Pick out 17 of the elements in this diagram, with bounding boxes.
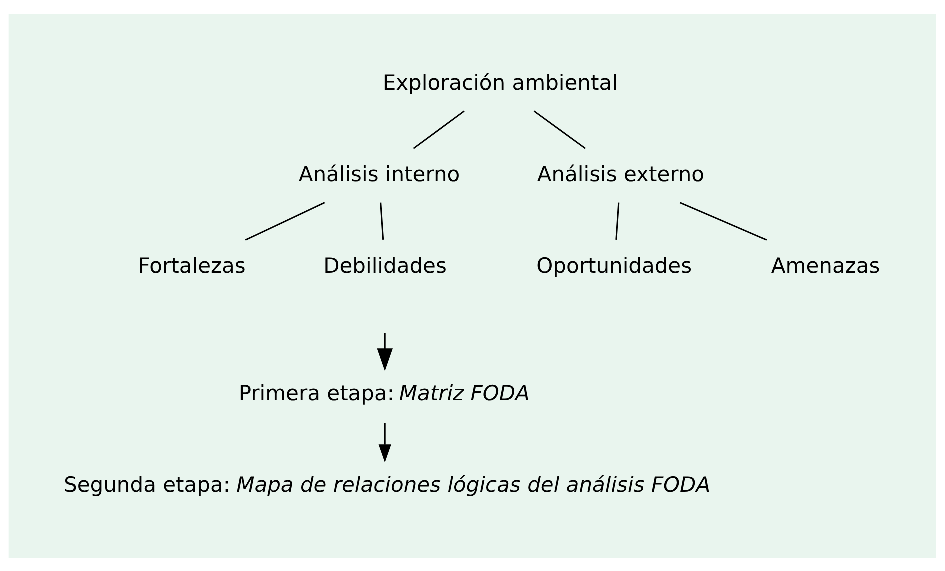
arrow — [377, 332, 393, 371]
connector — [380, 202, 384, 240]
node-text: Debilidades — [324, 253, 447, 278]
node-text: Fortalezas — [138, 253, 246, 278]
node-text: Oportunidades — [536, 253, 692, 278]
node-text: Segunda etapa: Mapa de relaciones lógicas del análisis FODA — [64, 472, 711, 496]
node-text: Análisis externo — [537, 162, 705, 186]
connector — [413, 110, 465, 149]
node-text: Primera etapa: Matriz FODA — [238, 380, 530, 405]
connector — [616, 202, 620, 240]
node-text: Exploración ambiental — [382, 70, 618, 94]
arrow — [378, 422, 392, 462]
connector — [534, 110, 586, 149]
connector — [680, 202, 768, 240]
node-text: Amenazas — [771, 253, 880, 278]
connector — [245, 202, 326, 240]
node-text: Análisis interno — [298, 162, 460, 186]
